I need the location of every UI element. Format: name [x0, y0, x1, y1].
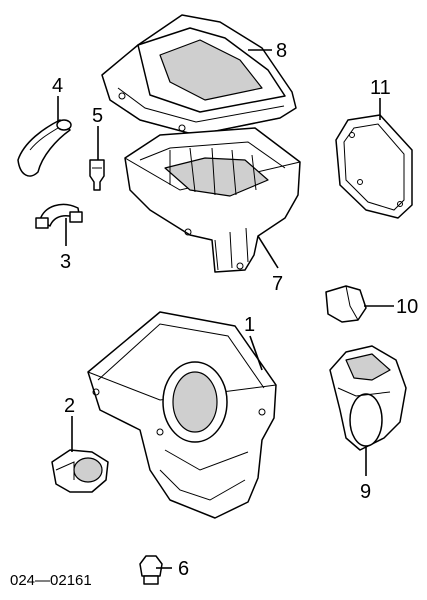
part-3-clamp: [35, 203, 83, 229]
part-1-air-cleaner-case-lower: [87, 311, 277, 519]
leader-lines: [57, 49, 394, 569]
part-10-seal: [325, 285, 367, 323]
part-7-air-cleaner-case-upper: [124, 127, 301, 273]
callouts: 1 2 3 4 5 6 7 8 9 10 11: [52, 40, 418, 580]
callout-1: 1: [244, 314, 255, 336]
callout-2: 2: [64, 395, 75, 417]
callout-5: 5: [92, 105, 103, 127]
callout-6: 6: [178, 558, 189, 580]
callout-3: 3: [60, 251, 71, 273]
part-6-bolt: [139, 555, 163, 585]
callout-11: 11: [370, 77, 391, 99]
diagram-reference-code: 024—02161: [10, 572, 92, 589]
callout-7: 7: [272, 273, 283, 295]
callout-4: 4: [52, 75, 63, 97]
callout-10: 10: [396, 296, 418, 318]
callout-8: 8: [276, 40, 287, 62]
part-9-intake-duct: [329, 345, 407, 451]
part-5-clip: [89, 159, 105, 191]
part-11-gasket: [335, 114, 413, 219]
part-8-air-cleaner-cover: [101, 14, 297, 136]
part-4-hose: [17, 119, 72, 177]
callout-9: 9: [360, 481, 371, 503]
part-2-bracket: [51, 449, 109, 493]
